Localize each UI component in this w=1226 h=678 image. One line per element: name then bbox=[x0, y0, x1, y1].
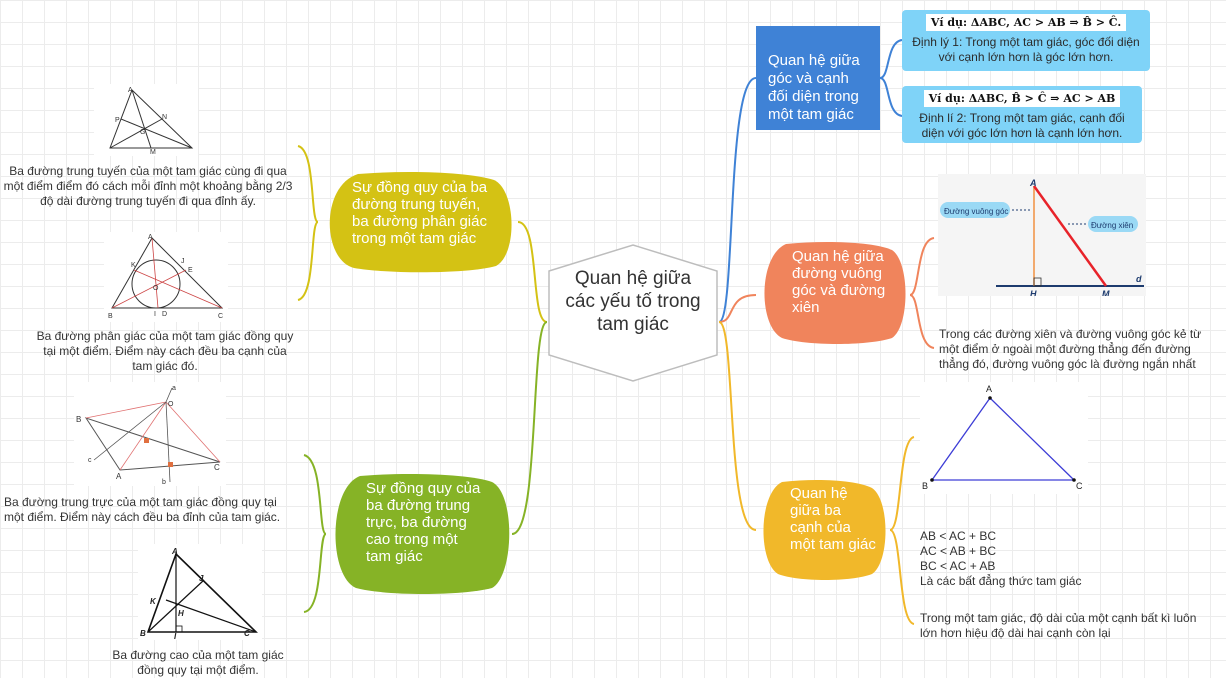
figure-bisectors: A K J E O B I D C bbox=[104, 232, 228, 322]
figure-perpendicular-bisectors: B A C O a b c bbox=[74, 382, 226, 486]
figure-medians: A N P G M bbox=[94, 84, 198, 156]
topic-title: Quan hệ giữa góc và cạnh đối diện trong … bbox=[768, 52, 860, 123]
topic-title: Sự đồng quy của ba đường trung tuyến, ba… bbox=[352, 179, 488, 247]
inequality-caption: Là các bất đẳng thức tam giác bbox=[920, 574, 1082, 588]
topic-concurrency-perp-bisectors-altitudes[interactable]: Sự đồng quy của ba đường trung trực, ba … bbox=[326, 472, 514, 596]
note-perpendicular-shortest: Trong các đường xiên và đường vuông góc … bbox=[939, 327, 1202, 371]
topic-title: Sự đồng quy của ba đường trung trực, ba … bbox=[366, 480, 481, 565]
bisector-label-j: J bbox=[181, 258, 185, 265]
note-side-difference: Trong một tam giác, độ dài của một cạnh … bbox=[920, 611, 1197, 640]
inequality-2: AC < AB + BC bbox=[920, 544, 997, 558]
figure-perpendicular-oblique: Đường vuông góc Đường xiên A H M d bbox=[938, 174, 1146, 296]
triangle-label-b: B bbox=[922, 481, 928, 491]
note-altitudes: Ba đường cao của một tam giác đồng quy t… bbox=[112, 648, 284, 677]
median-label-a: A bbox=[128, 87, 133, 94]
topic-concurrency-medians-bisectors[interactable]: Sự đồng quy của ba đường trung tuyến, ba… bbox=[318, 170, 518, 274]
median-label-n: N bbox=[162, 114, 167, 121]
note-bisectors: Ba đường phân giác của một tam giác đồng… bbox=[36, 329, 294, 373]
perp-label-c-line: c bbox=[88, 457, 92, 464]
bisector-label-a: A bbox=[148, 234, 153, 241]
topic-three-sides-relation[interactable]: Quan hệ giữa ba cạnh của một tam giác bbox=[756, 478, 890, 582]
perp-fig-label-m: M bbox=[1102, 289, 1110, 296]
perp-label-o: O bbox=[168, 401, 174, 408]
bisector-label-b: B bbox=[108, 313, 113, 320]
figure-altitudes: A J K H B I C bbox=[138, 544, 262, 640]
oblique-label: Đường xiên bbox=[1091, 221, 1133, 230]
bisector-label-k: K bbox=[131, 262, 136, 269]
figure-triangle-abc: A B C bbox=[920, 382, 1088, 494]
altitude-label-h: H bbox=[178, 609, 184, 618]
perpendicular-label: Đường vuông góc bbox=[944, 207, 1008, 216]
altitude-label-c: C bbox=[244, 629, 250, 638]
topic-blob-shape bbox=[329, 172, 512, 273]
theorem-2-card[interactable]: Ví dụ: ΔABC, B̂ > Ĉ ⇒ AC > AB Định lí 2:… bbox=[902, 86, 1142, 143]
note-perpendicular-bisectors: Ba đường trung trực của một tam giác đồn… bbox=[4, 495, 281, 524]
central-topic[interactable]: Quan hệ giữa các yếu tố trong tam giác bbox=[547, 243, 719, 383]
inequality-1: AB < AC + BC bbox=[920, 529, 997, 543]
median-label-g: G bbox=[140, 129, 145, 136]
perp-fig-label-d: d bbox=[1136, 274, 1142, 284]
median-label-m: M bbox=[150, 149, 156, 156]
median-label-p: P bbox=[115, 117, 120, 124]
altitude-label-b: B bbox=[140, 629, 146, 638]
theorem-1-card[interactable]: Ví dụ: ΔABC, AC > AB ⇒ B̂ > Ĉ. Định lý 1… bbox=[902, 10, 1150, 71]
topic-blob-shape bbox=[763, 480, 886, 580]
note-medians: Ba đường trung tuyến của một tam giác cù… bbox=[3, 164, 293, 208]
triangle-label-c: C bbox=[1076, 481, 1083, 491]
topic-perpendicular-oblique[interactable]: Quan hệ giữa đường vuông góc và đường xi… bbox=[756, 240, 910, 346]
perp-label-b-line: b bbox=[162, 479, 166, 486]
bisector-label-o: O bbox=[153, 285, 159, 292]
theorem-2-text: Định lí 2: Trong một tam giác, cạnh đối … bbox=[919, 111, 1125, 140]
perp-fig-label-h: H bbox=[1030, 289, 1037, 296]
altitude-label-k: K bbox=[150, 597, 157, 606]
inequality-3: BC < AC + AB bbox=[920, 559, 996, 573]
perp-label-a: A bbox=[116, 472, 122, 481]
central-topic-title: Quan hệ giữa các yếu tố trong tam giác bbox=[565, 268, 701, 335]
bisector-label-c: C bbox=[218, 313, 223, 320]
topic-angle-side-relation[interactable]: Quan hệ giữa góc và cạnh đối diện trong … bbox=[756, 26, 880, 130]
triangle-inequalities: AB < AC + BC AC < AB + BC BC < AC + AB L… bbox=[920, 529, 1140, 589]
topic-blob-shape bbox=[764, 242, 906, 344]
theorem-1-text: Định lý 1: Trong một tam giác, góc đối d… bbox=[912, 35, 1140, 64]
bisector-label-d: D bbox=[162, 311, 167, 318]
bisector-label-e: E bbox=[188, 267, 193, 274]
perp-label-a-line: a bbox=[172, 385, 176, 392]
perp-fig-label-a: A bbox=[1029, 178, 1037, 188]
central-hexagon-shape bbox=[548, 244, 718, 382]
altitude-label-j: J bbox=[199, 574, 204, 583]
altitude-label-a: A bbox=[171, 547, 178, 556]
perp-label-b: B bbox=[76, 415, 81, 424]
topic-title: Quan hệ giữa ba cạnh của một tam giác bbox=[790, 485, 876, 553]
perp-label-c: C bbox=[214, 463, 220, 472]
bisector-label-i: I bbox=[154, 311, 156, 318]
topic-title: Quan hệ giữa đường vuông góc và đường xi… bbox=[792, 248, 886, 316]
example-1: Ví dụ: ΔABC, AC > AB ⇒ B̂ > Ĉ. bbox=[925, 14, 1127, 31]
topic-blob-shape bbox=[335, 474, 510, 594]
altitude-label-i: I bbox=[174, 632, 177, 640]
triangle-label-a: A bbox=[986, 384, 992, 394]
example-2: Ví dụ: ΔABC, B̂ > Ĉ ⇒ AC > AB bbox=[923, 90, 1121, 107]
